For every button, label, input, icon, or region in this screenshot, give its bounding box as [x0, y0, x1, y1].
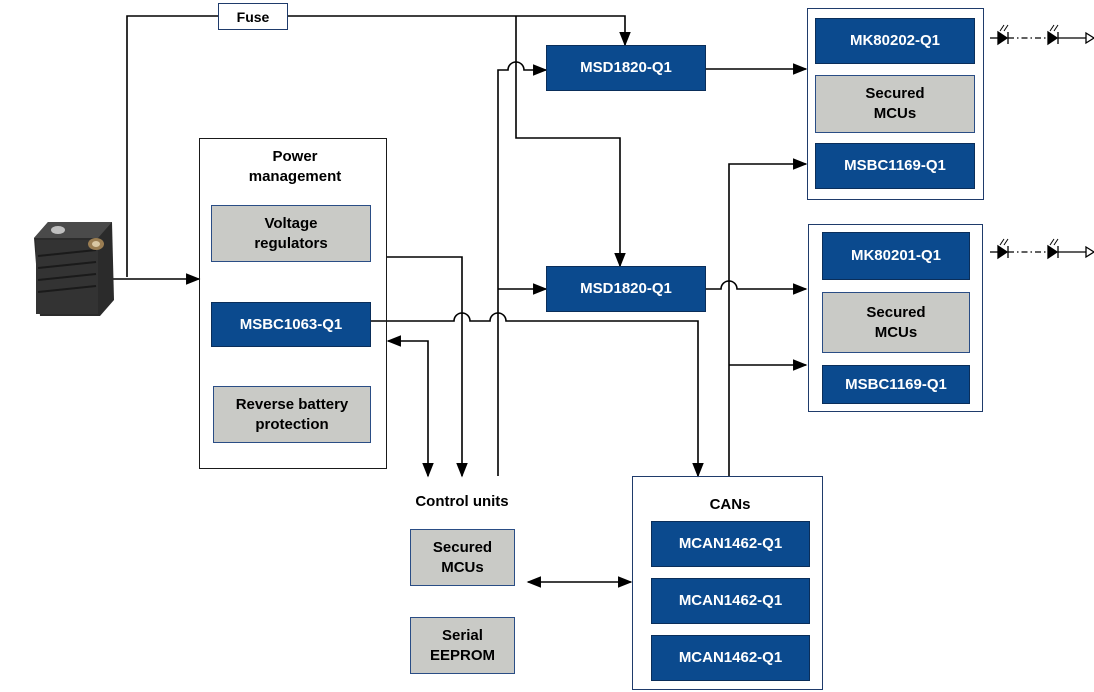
msd1820-top: MSD1820-Q1 — [546, 45, 706, 91]
mk80202-block: MK80202-Q1 — [815, 18, 975, 64]
module-2-secured-mcus: Secured MCUs — [822, 292, 970, 353]
led-string-1 — [990, 24, 1094, 46]
serial-eeprom: Serial EEPROM — [410, 617, 515, 674]
voltage-regulators: Voltage regulators — [211, 205, 371, 262]
led-string-2 — [990, 238, 1094, 260]
control-secured-mcus: Secured MCUs — [410, 529, 515, 586]
driver2-out-wire — [706, 280, 808, 295]
can-sbc1-wire — [728, 158, 808, 476]
fuse-wire — [126, 15, 218, 277]
control-driver-wire — [497, 61, 548, 476]
module-2-msbc1169: MSBC1169-Q1 — [822, 365, 970, 404]
mcan1462-block-2: MCAN1462-Q1 — [651, 578, 810, 624]
module-1-secured-mcus: Secured MCUs — [815, 75, 975, 133]
battery-icon — [34, 222, 114, 316]
sbc-bidir-wire — [386, 335, 434, 478]
mcan1462-block-1: MCAN1462-Q1 — [651, 521, 810, 567]
mcan1462-block-3: MCAN1462-Q1 — [651, 635, 810, 681]
module-2-frame — [808, 224, 983, 412]
msbc1063-block: MSBC1063-Q1 — [211, 302, 371, 347]
power-management-title: Power management — [248, 148, 342, 185]
reverse-battery-protection: Reverse battery protection — [213, 386, 371, 443]
cans-title: CANs — [709, 496, 751, 513]
module-1-msbc1169: MSBC1169-Q1 — [815, 143, 975, 189]
power-management-frame — [199, 138, 387, 469]
mk80201-block: MK80201-Q1 — [822, 232, 970, 280]
voltage-wire — [386, 256, 468, 478]
fuse-wire-out — [288, 15, 631, 47]
sbc-can-wire — [371, 312, 704, 478]
module-1-frame — [807, 8, 984, 200]
fuse-branch-wire — [515, 16, 626, 268]
control-units-title: Control units — [415, 493, 509, 510]
msd1820-bottom: MSD1820-Q1 — [546, 266, 706, 312]
fuse-label: Fuse — [218, 3, 288, 30]
cans-frame — [632, 476, 823, 690]
